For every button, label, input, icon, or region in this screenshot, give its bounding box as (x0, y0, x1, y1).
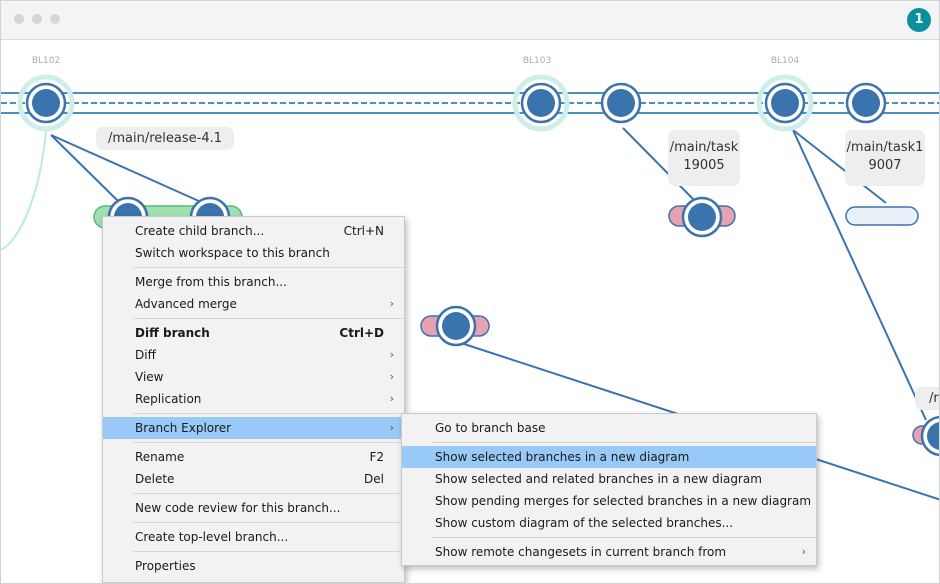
branch-tag-partial: /r (915, 387, 939, 410)
menu-separator (133, 267, 404, 268)
window-dot-1[interactable] (14, 14, 24, 24)
menu-separator (133, 413, 404, 414)
menu-item-view[interactable]: View› (103, 366, 404, 388)
step-badge: 1 (907, 8, 931, 32)
menu-item-replication[interactable]: Replication› (103, 388, 404, 410)
branch-explorer-submenu: Go to branch base Show selected branches… (401, 413, 817, 566)
menu-separator (133, 442, 404, 443)
branch-tag-task19005-line2: 19005 (683, 158, 725, 173)
baseline-ring-bl104 (756, 74, 814, 132)
chevron-right-icon: › (389, 421, 394, 434)
submenu-item-show-pending-merges[interactable]: Show pending merges for selected branche… (435, 494, 812, 508)
menu-separator (133, 318, 404, 319)
menu-item-create-child-branch[interactable]: Create child branch...Ctrl+N (135, 224, 384, 238)
menu-item-new-code-review[interactable]: New code review for this branch... (135, 501, 341, 515)
menu-separator (133, 493, 404, 494)
window-dot-2[interactable] (32, 14, 42, 24)
branch-tag-task9007-line2: 9007 (868, 158, 902, 173)
submenu-item-show-selected-and-related[interactable]: Show selected and related branches in a … (435, 472, 762, 486)
submenu-item-show-custom-diagram[interactable]: Show custom diagram of the selected bran… (435, 516, 734, 530)
menu-item-advanced-merge[interactable]: Advanced merge› (103, 293, 404, 315)
branch-tag-release: /main/release-4.1 (96, 127, 234, 150)
chevron-right-icon: › (389, 370, 394, 383)
menu-item-merge-from-branch[interactable]: Merge from this branch... (135, 275, 287, 289)
chevron-right-icon: › (389, 348, 394, 361)
changeset-node[interactable] (25, 82, 67, 124)
submenu-item-show-selected-branches[interactable]: Show selected branches in a new diagram (402, 446, 816, 468)
changeset-node[interactable] (600, 82, 642, 124)
changeset-node[interactable] (435, 305, 477, 347)
menu-separator (432, 537, 816, 538)
baseline-ring-bl103 (512, 74, 570, 132)
changeset-label-bl103: BL103 (523, 56, 551, 66)
branch-tag-task19005: /main/task 19005 (668, 130, 740, 186)
submenu-item-show-remote-changesets[interactable]: Show remote changesets in current branch… (402, 541, 816, 563)
chevron-right-icon: › (389, 392, 394, 405)
changeset-node[interactable] (920, 415, 940, 457)
menu-item-switch-workspace[interactable]: Switch workspace to this branch (135, 246, 330, 260)
task-9007-branch-bar[interactable] (845, 206, 919, 226)
context-menu: Create child branch...Ctrl+N Switch work… (102, 216, 405, 583)
menu-item-diff[interactable]: Diff› (103, 344, 404, 366)
changeset-label-bl104: BL104 (771, 56, 800, 66)
changeset-label-bl102: BL102 (32, 56, 60, 66)
menu-item-create-top-level-branch[interactable]: Create top-level branch... (135, 530, 289, 544)
branch-tag-task9007-line1: /main/task1 (846, 140, 924, 155)
submenu-item-go-to-branch-base[interactable]: Go to branch base (435, 421, 546, 435)
chevron-right-icon: › (389, 297, 394, 310)
changeset-node[interactable] (764, 82, 806, 124)
changeset-node[interactable] (520, 82, 562, 124)
menu-item-properties[interactable]: Properties (135, 559, 196, 573)
changeset-node[interactable] (681, 196, 723, 238)
menu-separator (133, 551, 404, 552)
window-dot-3[interactable] (50, 14, 60, 24)
menu-item-branch-explorer[interactable]: Branch Explorer› (103, 417, 404, 439)
title-bar: 1 (1, 1, 939, 40)
baseline-ring-bl102 (17, 74, 75, 132)
branch-tag-task9007: /main/task1 9007 (845, 130, 925, 186)
branch-tag-task19005-line1: /main/task (669, 140, 739, 155)
changeset-node[interactable] (845, 82, 887, 124)
chevron-right-icon: › (801, 545, 806, 558)
menu-separator (432, 442, 816, 443)
menu-separator (133, 522, 404, 523)
